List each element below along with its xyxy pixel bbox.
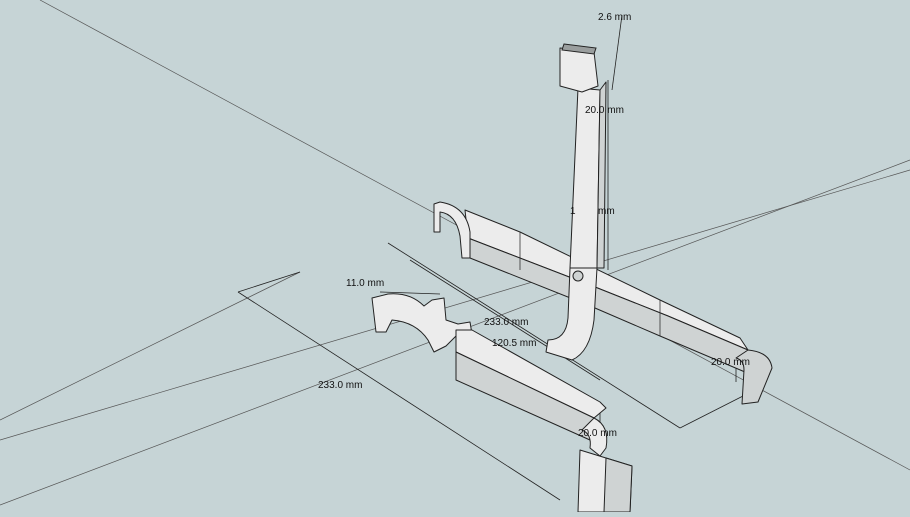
dim-label-front-foot: 20.0 mm (578, 428, 617, 439)
upright[interactable] (545, 43, 607, 361)
axis-line (0, 271, 301, 421)
front-rail[interactable] (371, 293, 633, 513)
dim-label-rail-inner: 233.0 mm (484, 317, 528, 328)
dim-label-upright-width: 20.0 mm (585, 105, 624, 116)
axes (0, 0, 910, 506)
front-foot-curve (581, 417, 608, 457)
dim-label-rail-offset: 120.5 mm (492, 338, 536, 349)
axis-line (0, 169, 910, 441)
dimension-lines (237, 14, 746, 501)
dim-line-rail-outer (237, 291, 561, 501)
dim-label-rail-outer: 233.0 mm (318, 380, 362, 391)
dim-label-top-thickness: 2.6 mm (598, 12, 631, 23)
dim-line-rail-inner (387, 242, 681, 429)
dim-label-right-foot: 20.0 mm (711, 357, 750, 368)
dim-label-upright-height-fragment: 1 (570, 206, 576, 217)
back-rail[interactable] (433, 201, 773, 405)
dim-line-top (611, 14, 623, 91)
back-rail-right-hook (735, 349, 773, 405)
upright-top-cap (561, 43, 597, 55)
back-rail-left-hook (433, 201, 471, 259)
upright-bottom-hook (545, 267, 598, 361)
dim-tick (237, 271, 301, 293)
dim-label-left-clip: 11.0 mm (346, 278, 384, 289)
dim-tick (679, 394, 746, 429)
dimension-labels: 2.6 mm 20.0 mm 1 mm 11.0 mm 233.0 mm 120… (318, 12, 750, 439)
upright-top-hook (559, 47, 599, 93)
upright-side (596, 81, 607, 269)
dim-line-rail-offset (409, 259, 601, 381)
dim-label-upright-height-unit: mm (598, 206, 615, 217)
front-foot-pad-side (603, 457, 633, 513)
dim-line-clip (379, 291, 441, 295)
pivot-bolt (572, 270, 584, 282)
